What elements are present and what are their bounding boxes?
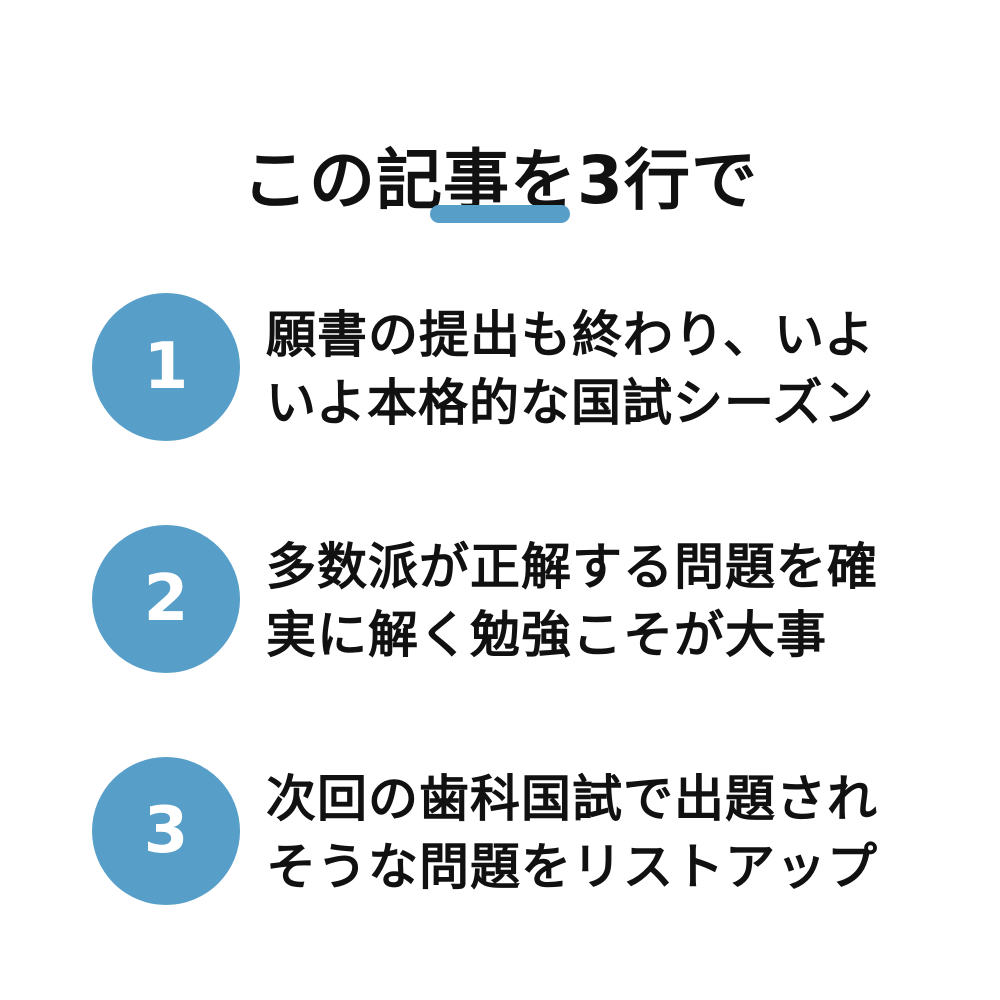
summary-item-1: 1 願書の提出も終わり、いよ いよ本格的な国試シーズン: [0, 293, 1000, 443]
summary-text-3: 次回の歯科国試で出題され そうな問題をリストアップ: [266, 765, 906, 901]
title-underline: [430, 205, 570, 223]
summary-text-1: 願書の提出も終わり、いよ いよ本格的な国試シーズン: [266, 301, 906, 437]
summary-line-2-1: 多数派が正解する問題を確: [266, 538, 878, 596]
summary-text-2: 多数派が正解する問題を確 実に解く勉強こそが大事: [266, 533, 906, 669]
number-badge-2: 2: [92, 525, 240, 673]
summary-line-1-1: 願書の提出も終わり、いよ: [266, 306, 875, 364]
summary-line-3-2: そうな問題をリストアップ: [266, 838, 878, 896]
number-badge-3: 3: [92, 757, 240, 905]
summary-item-3: 3 次回の歯科国試で出題され そうな問題をリストアップ: [0, 757, 1000, 907]
summary-line-1-2: いよ本格的な国試シーズン: [266, 374, 875, 432]
number-badge-1: 1: [92, 293, 240, 441]
summary-line-3-1: 次回の歯科国試で出題され: [266, 770, 878, 828]
summary-item-2: 2 多数派が正解する問題を確 実に解く勉強こそが大事: [0, 525, 1000, 675]
summary-line-2-2: 実に解く勉強こそが大事: [266, 606, 827, 664]
